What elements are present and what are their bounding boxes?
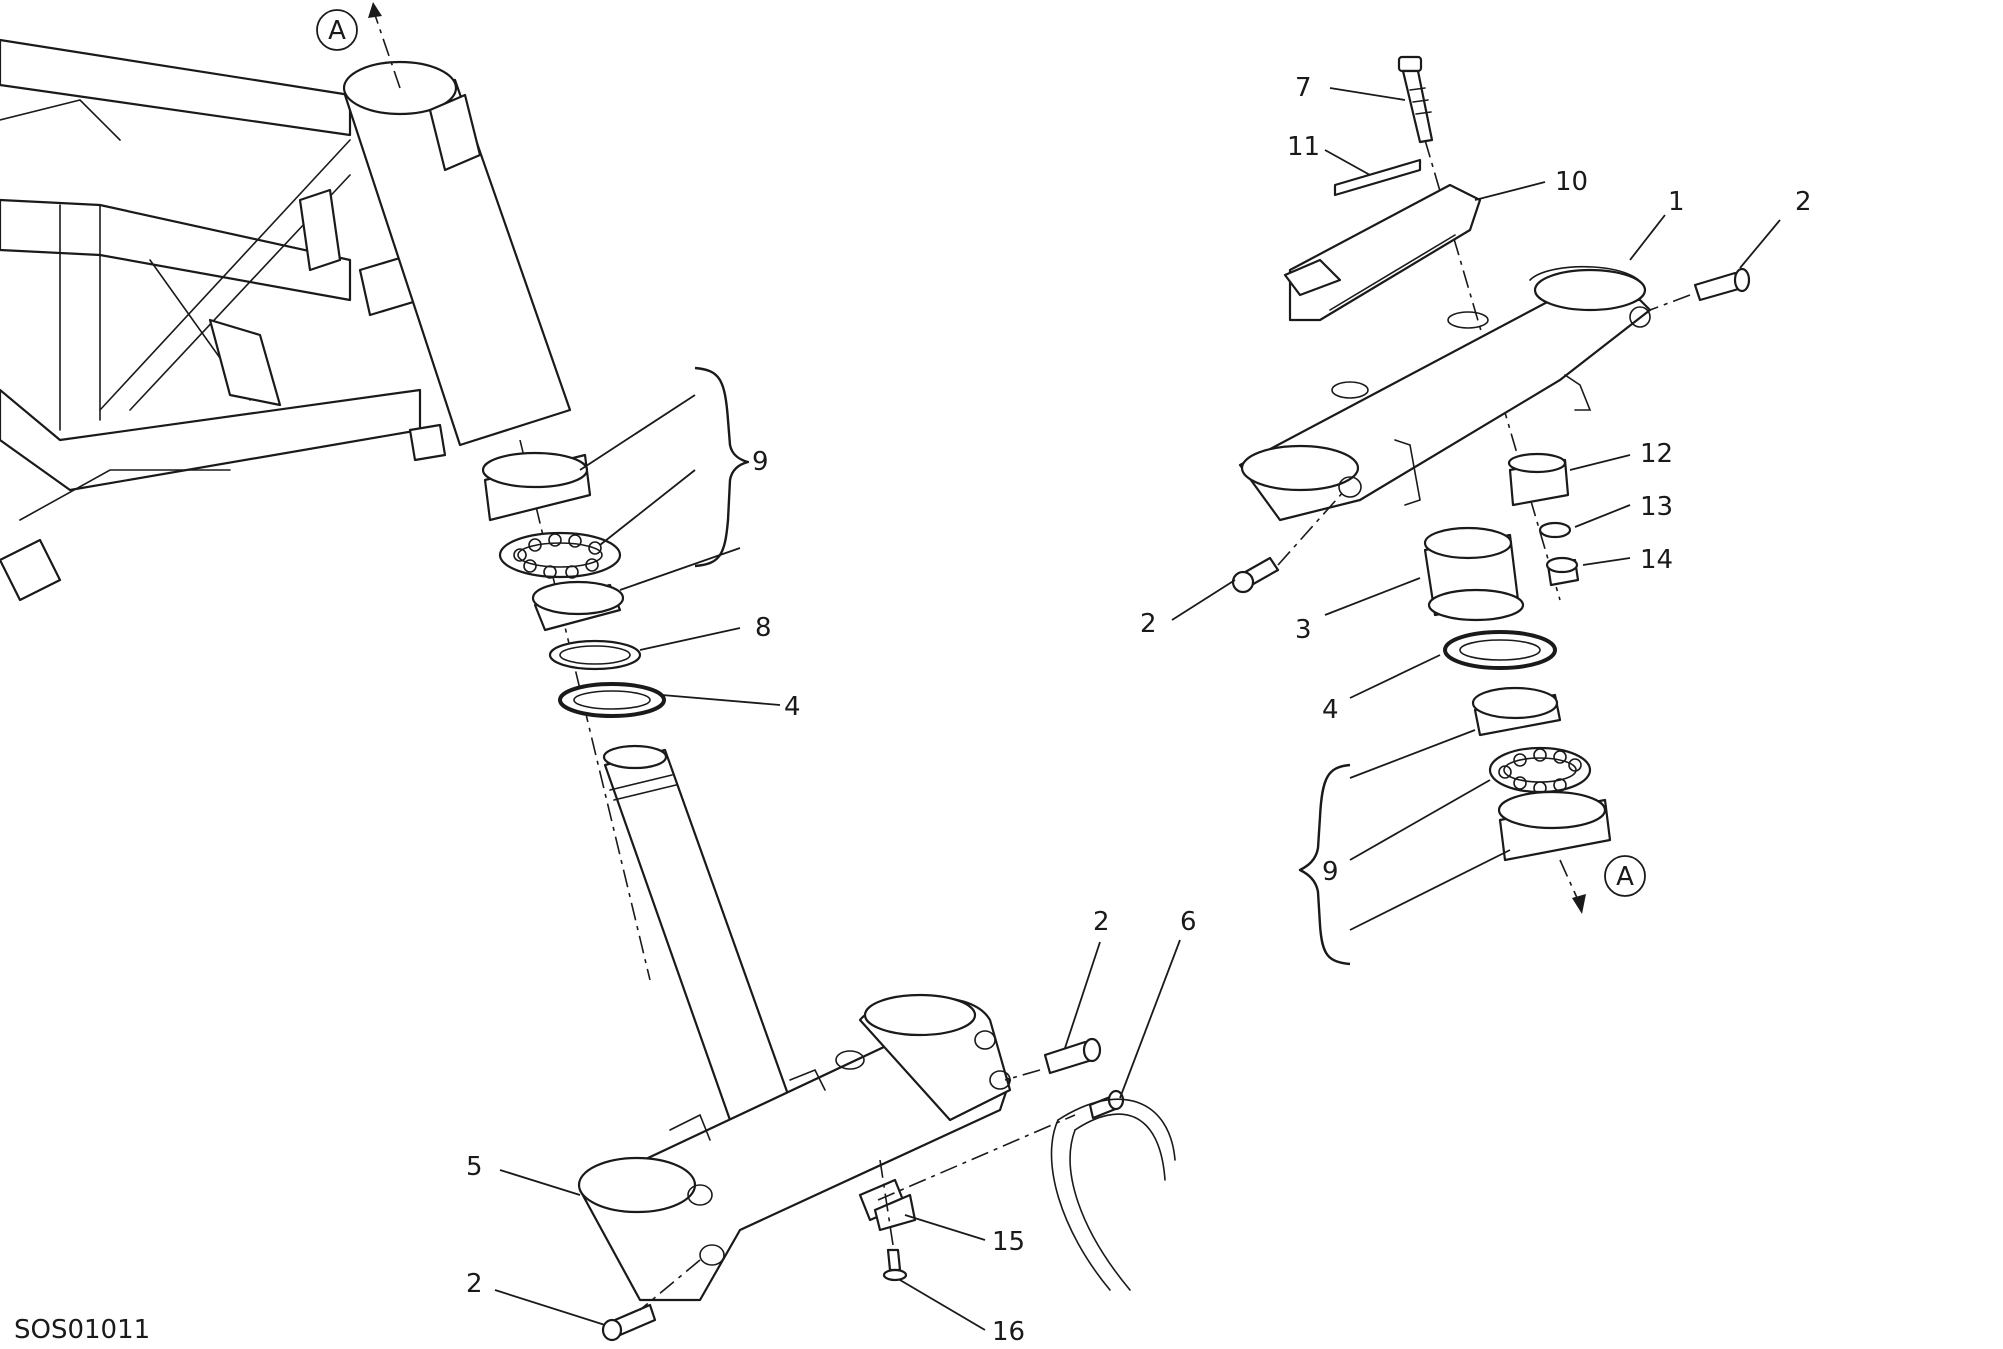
handlebar-riser-10 [1283,183,1482,322]
leader-lines [494,87,1781,1331]
hose-clamp-15 [858,1114,1076,1232]
reference-mark-bottom-right: A [1559,855,1646,914]
bolt-top-right [1649,267,1751,311]
callout-14: 14 [1640,545,1673,575]
callout-6: 6 [1180,907,1197,937]
bearing-cage-right [1488,746,1592,795]
bolt-7 [1397,55,1434,144]
bearing-cup-right [1497,790,1612,862]
callout-13: 13 [1640,492,1673,522]
motorcycle-frame [0,38,447,602]
washer-4-right [1443,630,1557,670]
callout-8: 8 [755,613,772,643]
washer-13 [1538,521,1572,539]
callout-3: 3 [1295,615,1312,645]
callout-2-bottom-mid: 2 [1093,907,1110,937]
svg-text:A: A [328,16,346,46]
callout-1: 1 [1668,187,1685,217]
upper-triple-clamp-1 [1238,265,1652,522]
steering-stem [602,744,792,1122]
callout-4-left: 4 [784,692,801,722]
screw-16 [879,1159,908,1282]
bolt-lower-left [601,1259,701,1342]
bolt-lower-mid [1004,1037,1102,1081]
washer-left [558,682,666,718]
callout-12: 12 [1640,439,1673,469]
lower-bearing-race-left [531,580,625,632]
svg-text:A: A [1616,862,1634,892]
upper-bearing-cup-left [481,451,592,522]
brake-hose [1050,1098,1176,1291]
callout-2-mid-right: 2 [1140,609,1157,639]
steering-nut-3 [1423,526,1525,622]
callout-4-right: 4 [1322,695,1339,725]
brace-9-left [694,366,750,568]
nut-14 [1545,556,1580,587]
callout-10: 10 [1555,167,1588,197]
callout-9-right: 9 [1322,857,1339,887]
callout-5: 5 [466,1152,483,1182]
callout-labels: 9 8 4 5 2 2 6 15 16 7 11 10 1 2 12 13 14… [466,73,1812,1347]
callout-16: 16 [992,1317,1025,1347]
bearing-race-right [1471,686,1562,737]
bolt-mid-right [1231,489,1346,594]
rubber-bushing-12 [1507,452,1570,507]
callout-7: 7 [1295,73,1312,103]
dust-seal-left [548,639,642,671]
callout-15: 15 [992,1227,1025,1257]
callout-9-left: 9 [752,447,769,477]
lower-triple-clamp [577,993,1012,1302]
bearing-cage-left [498,531,622,579]
reference-mark-top-left: A [316,2,401,89]
decal-11 [1333,158,1422,197]
drawing-code: SOS01011 [14,1315,150,1345]
callout-2-bottom-left: 2 [466,1269,483,1299]
frame-head-tube [342,60,572,447]
callout-2-top-right: 2 [1795,187,1812,217]
brace-9-right [1298,763,1351,966]
callout-11: 11 [1287,132,1320,162]
